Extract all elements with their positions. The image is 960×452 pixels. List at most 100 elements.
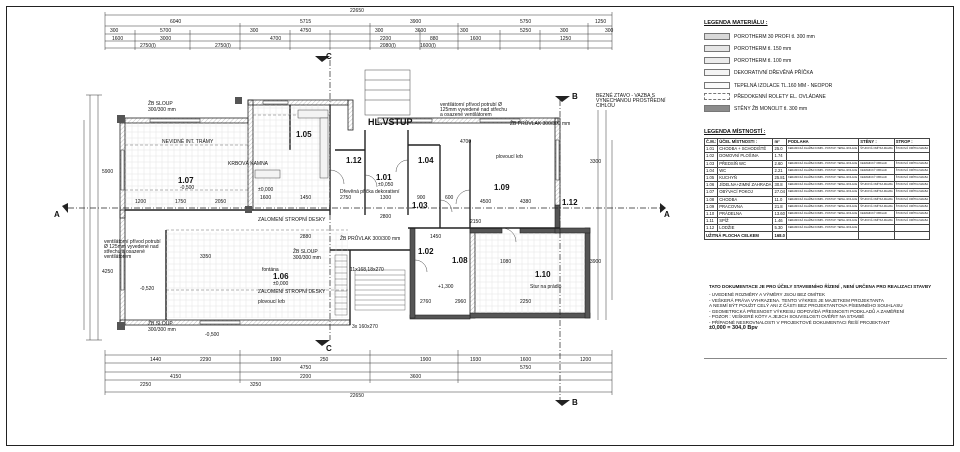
inner-dim-0: 1200: [135, 199, 147, 205]
note-line-0: - UVEDENÉ ROZMĚRY A VÝMĚRY JSOU BEZ OMÍT…: [709, 292, 826, 297]
room-purpose-cell: DOMOVNÍ PLOŠINA: [717, 152, 774, 161]
room-floor-cell: [785, 152, 860, 161]
door-swings: [329, 159, 517, 273]
section-label-b-top: B: [572, 92, 578, 101]
floor-plan-drawing: [62, 12, 666, 406]
section-markers: [62, 56, 666, 406]
section-label-b-bottom: B: [572, 398, 578, 407]
room-area-cell: 1.74: [772, 152, 787, 161]
legend-panel: LEGENDA MATERIÁLU : POROTHERM 30 PROFI t…: [703, 18, 949, 438]
room-purpose-cell: CHODBA + SCHODIŠTĚ: [717, 145, 774, 154]
dim-top-8: 300: [250, 28, 259, 34]
inner-dim-22: 2800: [380, 214, 392, 220]
room-number-1-12-a: 1.12: [346, 156, 362, 165]
section-label-c-bottom: C: [326, 344, 332, 353]
room-area-cell: 1.46: [772, 217, 787, 226]
dim-bottom-5: 2200: [300, 374, 312, 380]
section-label-a-right: A: [664, 210, 670, 219]
notes-heading: TATO DOKUMENTACE JE PRO ÚČELY STAVEBNÍHO…: [709, 284, 932, 289]
room-1-06-floor: [166, 232, 348, 318]
dim-bottom-11: 3250: [250, 382, 262, 388]
dim-top-16: 1600: [112, 36, 124, 42]
dim-top-3: 3900: [410, 19, 422, 25]
room-area-cell: 11.0: [772, 195, 787, 204]
stair-spec-entrance: 3x 160x270: [352, 324, 378, 330]
room-walls-cell: ŠTUKOVÁ OMÍTKA MALBA: [858, 188, 895, 197]
dim-top-20: 880: [430, 36, 439, 42]
room-schedule-total: UŽITNÁ PLOCHA CELKEM 168.0: [703, 231, 931, 240]
inner-dim-7: 900: [417, 195, 426, 201]
lintel-note-mid: ŽB PRŮVLAK 300/300 mm: [340, 236, 401, 242]
room-walls-cell: [858, 224, 895, 233]
floor-plan: 22650 6040 5715 3900 5750 1250 300 5700 …: [54, 9, 670, 408]
room-floor-cell: KERAMICKÁ DLAŽBA KOMPL. POSTUP: TEPEL.IZ…: [785, 166, 860, 175]
room-level-1-06: ±0,000: [273, 281, 289, 287]
room-schedule-table: Č.M.: ÚČEL MÍSTNOSTI : m² PODLAHA STĚNY …: [703, 137, 931, 240]
room-number-cell: 1.03: [703, 159, 719, 168]
legend-swatch-4: [704, 82, 730, 89]
dim-bottom-8: 5750: [520, 365, 532, 371]
dim-bottom-3: 250: [320, 357, 329, 363]
dim-top-9: 4750: [300, 28, 312, 34]
legend-label-3: DEKORATIVNÍ DŘEVĚNÁ PŘÍČKA: [734, 70, 814, 76]
note-line-1: - VEŠKERÁ PRÁVA VYHRAZENA. TENTO VÝKRES …: [709, 297, 884, 303]
level-platform: +1,300: [438, 284, 454, 290]
beams-note: NEVIDNÉ INT. TRÁMY: [162, 139, 214, 145]
legend-label-5: PŘEDOKENNÍ ROLETY EL. OVLÁDANE: [734, 94, 826, 100]
dim-top-24: 2750(I): [215, 43, 231, 49]
room-floor-cell: KERAMICKÁ DLAŽBA KOMPL. POSTUP: TEPEL.IZ…: [785, 159, 860, 168]
dim-bottom-6: 3600: [410, 374, 422, 380]
room-walls-cell: [858, 152, 895, 161]
room-floor-cell: KERAMICKÁ DLAŽBA KOMPL. POSTUP: TEPEL.IZ…: [785, 145, 860, 154]
room-walls-cell: KERAMICKÝ OBKLAD: [858, 159, 895, 168]
room-area-cell: 30.8: [772, 181, 787, 190]
room-purpose-cell: PRACOVNA: [717, 202, 774, 211]
stair-spec: 11x168,18x270: [350, 267, 384, 273]
inner-dim-15: 3350: [200, 254, 212, 260]
dim-top-18: 4700: [270, 36, 282, 42]
legend-swatch-6: [704, 105, 730, 112]
room-1-10-floor: [475, 233, 585, 313]
inner-dim-14: 3900: [590, 259, 602, 265]
room-number-1-05: 1.05: [296, 130, 312, 139]
section-label-a-left: A: [54, 210, 60, 219]
legend-swatch-2: [704, 57, 730, 64]
room-purpose-cell: PŘEDSÍŇ WC: [717, 159, 774, 168]
room-ceiling-cell: ŠTUKOVÁ OMÍTKA MALBA: [893, 166, 931, 175]
ceiling-break-note-lower: ZALOMENÍ STROPNÍ DESKY: [258, 289, 326, 295]
inner-dim-8: 600: [445, 195, 454, 201]
col-header-walls: STĚNY :: [858, 137, 895, 147]
materials-legend-title: LEGENDA MATERIÁLU :: [704, 20, 768, 26]
room-purpose-cell: SPÍŽ: [717, 217, 774, 226]
level-south-terrace: -0,500: [205, 332, 220, 338]
room-walls-cell: ŠTUKOVÁ OMÍTKA MALBA: [858, 181, 895, 190]
room-area-cell: 21.8: [772, 202, 787, 211]
room-ceiling-cell: ŠTUKOVÁ OMÍTKA MALBA: [893, 145, 931, 154]
dim-top-23: 2750(I): [140, 43, 156, 49]
dim-bottom-12: 1900: [420, 357, 432, 363]
masonry-note: BEZNÉ ZTAVO - VAZBA S VYNECHANOU PROSTŘE…: [596, 93, 666, 109]
inner-dim-2: 2050: [215, 199, 227, 205]
dim-top-11: 3600: [415, 28, 427, 34]
bottom-dimension-lines: [104, 350, 613, 395]
col-header-floor: PODLAHA: [785, 137, 860, 147]
dim-top-14: 300: [560, 28, 569, 34]
pillar-dim-bottom: 300/300 mm: [148, 327, 176, 333]
inner-dim-1: 1750: [175, 199, 187, 205]
top-dimension-lines: [104, 12, 613, 50]
dim-top-15: 300: [605, 28, 614, 34]
pillar-label-bottom: ŽB SLOUP: [148, 321, 173, 327]
section-label-c-top: C: [326, 52, 332, 61]
room-number-cell: 1.02: [703, 152, 719, 161]
room-number-cell: 1.12: [703, 224, 719, 233]
legend-label-1: POROTHERM tl. 150 mm: [734, 46, 792, 52]
room-floor-cell: KERAMICKÁ DLAŽBA KOMPL. POSTUP: TEPEL.IZ…: [785, 202, 860, 211]
legend-label-6: STĚNY ŽB MONOLIT tl. 300 mm: [734, 106, 808, 112]
room-1-05-floor: [253, 105, 330, 205]
inner-dim-12: 4250: [102, 269, 114, 275]
inner-dim-17: 4700: [460, 139, 472, 145]
level-west-terrace: -0,520: [140, 286, 155, 292]
